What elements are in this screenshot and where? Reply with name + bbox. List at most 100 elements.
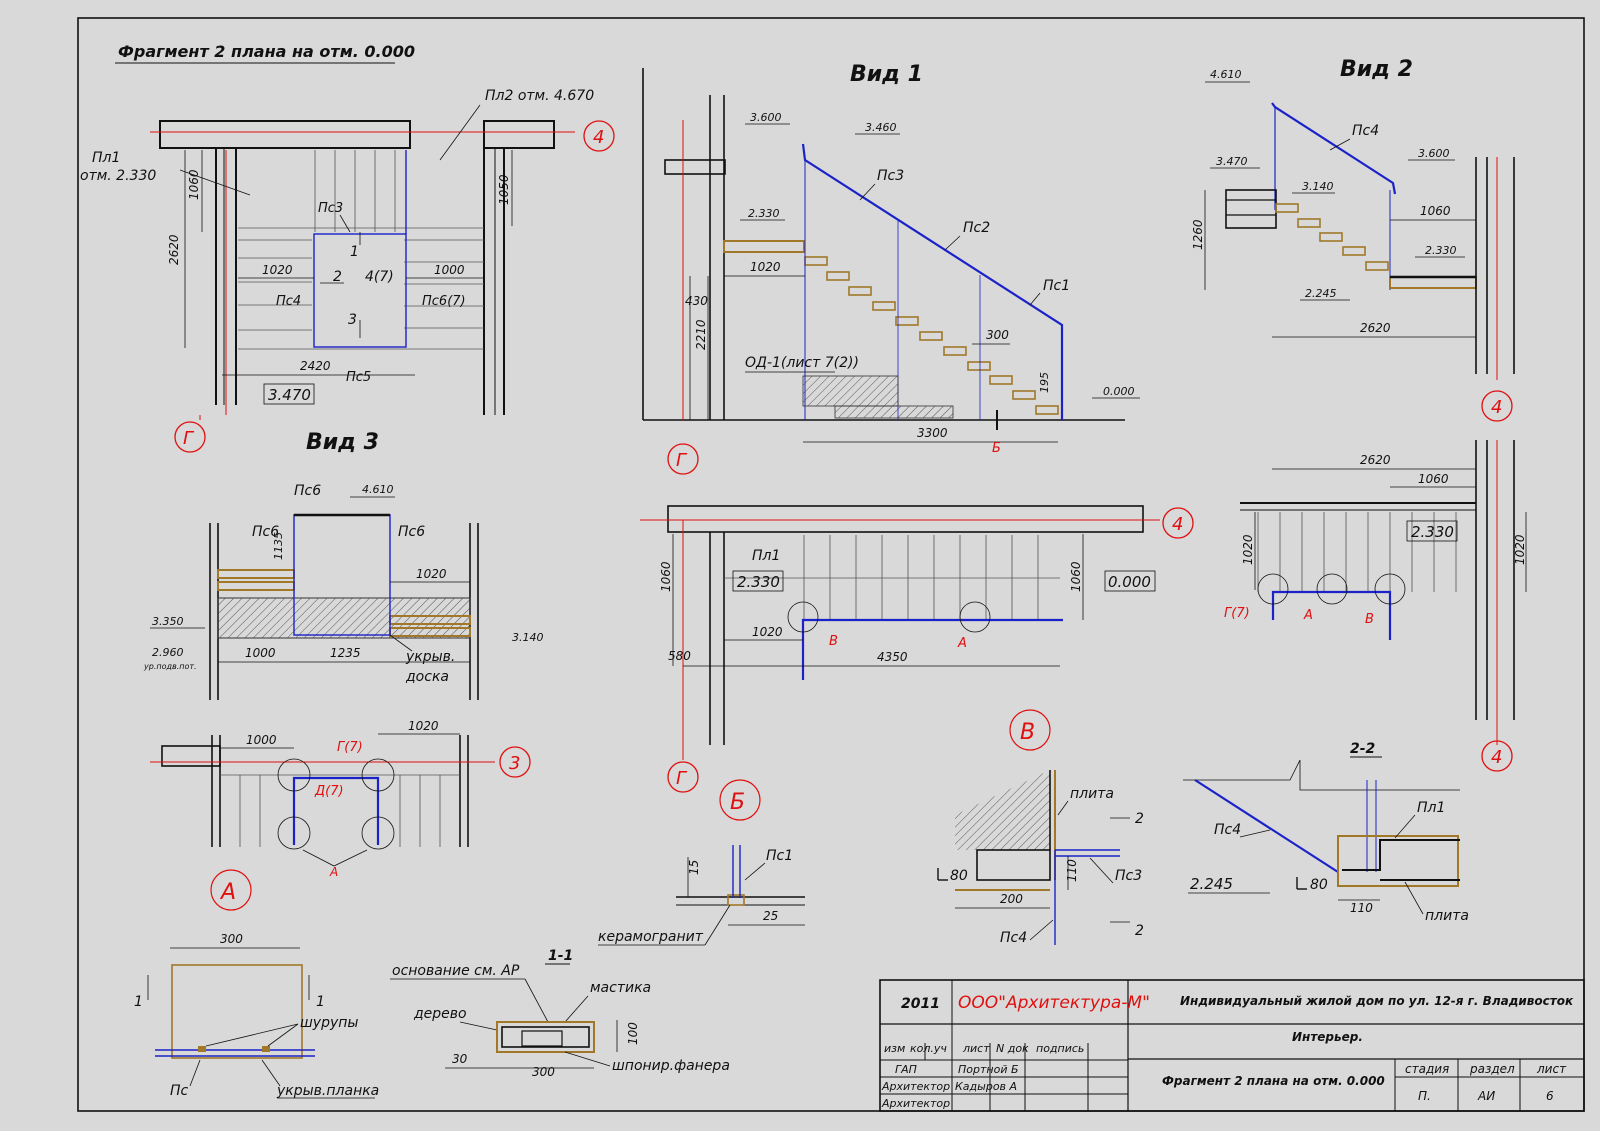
view-2: Вид 2 4.610 Пс4 3.600 3.470 3.140 2.330 — [1191, 57, 1515, 422]
label-nodeB-keram: керамогранит — [598, 929, 704, 945]
label-stamp-h_list: лист — [962, 1042, 990, 1055]
label-view2-axis4: 4 — [1491, 397, 1502, 418]
label-view3-d1020: 1020 — [416, 567, 447, 581]
label-plan-d1020: 1020 — [262, 263, 293, 277]
label-view1-d3300: 3300 — [917, 426, 948, 440]
label-stamp-h_ndok: N док — [996, 1042, 1029, 1055]
label-stamp-r1_role: ГАП — [895, 1063, 917, 1076]
label-stamp-v_list: 6 — [1546, 1089, 1554, 1103]
label-stamp-h_podp: подпись — [1036, 1042, 1084, 1055]
label-view3-e2960: 2.960 — [152, 646, 184, 659]
detail-a: 1000 1020 Г(7) Д(7) 3 А А — [150, 719, 531, 911]
label-view1-e2330: 2.330 — [748, 207, 780, 220]
label-detPs-shurupy: шурупы — [300, 1015, 358, 1031]
label-detPs-d300: 300 — [220, 932, 243, 946]
label-nodeB-ps1: Пс1 — [766, 848, 793, 864]
label-detPs-n1a: 1 — [134, 994, 143, 1010]
label-planB-e0000: 0.000 — [1108, 573, 1151, 591]
label-nodeV-d200: 200 — [1000, 892, 1023, 906]
label-plan-n2: 2 — [333, 269, 342, 285]
label-planR-d2620: 2620 — [1360, 453, 1391, 467]
label-view1-ps1: Пс1 — [1043, 278, 1070, 294]
sec22-title: 2-2 — [1350, 741, 1375, 757]
label-plan-n47: 4(7) — [365, 269, 394, 285]
label-planR-mV: В — [1365, 612, 1374, 627]
label-plan-pl1_elev: отм. 2.330 — [80, 168, 156, 184]
label-stamp-section: Интерьер. — [1292, 1030, 1363, 1044]
view-1: Вид 1 ОД-1(лист 7(2)) — [642, 62, 1140, 475]
title-block — [879, 979, 1585, 1112]
sheet-frame — [77, 17, 1585, 1112]
label-stamp-company: ООО"Архитектура-М" — [958, 993, 1150, 1013]
label-plan-ps5: Пс5 — [346, 370, 371, 385]
label-plan-pl1: Пл1 — [92, 150, 120, 166]
label-view3-doska: доска — [405, 669, 449, 685]
label-sec11-faner: шпонир.фанера — [612, 1058, 730, 1074]
view3-title: Вид 3 — [306, 430, 379, 455]
label-view3-ps6: Пс6 — [294, 483, 321, 499]
label-detA-d7: Д(7) — [314, 784, 344, 799]
label-view1-d300: 300 — [986, 328, 1009, 342]
label-detA-mA: А — [329, 865, 338, 879]
label-view3-ps6: Пс6 — [398, 524, 425, 540]
label-planB-e2330: 2.330 — [737, 573, 780, 591]
label-sec11-d300: 300 — [532, 1065, 555, 1079]
label-detA-d1020: 1020 — [408, 719, 439, 733]
plan-right: 2620 1060 1020 1020 2.330 Г(7) А В 4 — [1224, 440, 1527, 772]
plan-title: Фрагмент 2 плана на отм. 0.000 — [118, 42, 415, 61]
label-view3-d1000: 1000 — [245, 646, 276, 660]
label-view1-mark: Б — [992, 441, 1001, 456]
label-sec11-derevo: дерево — [413, 1006, 467, 1022]
label-plan-n3: 3 — [348, 312, 357, 328]
label-detA-axis3: 3 — [509, 753, 520, 774]
label-nodeV-callV: В — [1020, 720, 1035, 745]
label-stamp-r3_role: Архитектор — [881, 1097, 950, 1110]
label-planR-axis4b: 4 — [1491, 747, 1502, 768]
label-view2-d1060: 1060 — [1420, 204, 1451, 218]
label-planB-axis4: 4 — [1172, 514, 1183, 535]
label-plan-ps4: Пс4 — [276, 294, 301, 309]
label-view1-d2210: 2210 — [694, 319, 708, 350]
label-planB-d4350: 4350 — [877, 650, 908, 664]
plan-b: Пл1 2.330 0.000 В А 1060 1060 1020 580 4… — [640, 505, 1194, 821]
label-view2-d1260: 1260 — [1191, 219, 1205, 250]
detail-ps: 300 1 1 шурупы Пс укрыв.планка — [134, 932, 379, 1099]
title-block-text: 2011 ООО"Архитектура-М" Индивидуальный ж… — [881, 993, 1574, 1110]
label-plan-d1050: 1050 — [497, 174, 511, 205]
label-stamp-r2_role: Архитектор — [881, 1080, 950, 1093]
label-detPs-ps: Пс — [170, 1083, 189, 1099]
view2-title: Вид 2 — [1340, 57, 1413, 82]
label-nodeV-ps4: Пс4 — [1000, 930, 1027, 946]
label-planR-mA: А — [1303, 608, 1313, 623]
label-view2-e3470: 3.470 — [1216, 155, 1248, 168]
label-stamp-v_razdel: АИ — [1477, 1089, 1495, 1103]
node-v: В плита 2 2 Пс3 Пс4 80 110 200 — [937, 709, 1144, 946]
label-sec22-ps4: Пс4 — [1214, 822, 1241, 838]
node-b: Пс1 15 25 керамогранит — [598, 845, 805, 946]
label-stamp-h_kol: кол.уч — [910, 1042, 947, 1055]
label-view1-e3460: 3.460 — [865, 121, 897, 134]
label-plan-axis4: 4 — [593, 127, 604, 148]
label-view2-ps4: Пс4 — [1352, 123, 1379, 139]
label-view2-e3600: 3.600 — [1418, 147, 1450, 160]
label-plan-d1000: 1000 — [434, 263, 465, 277]
label-view3-e3350: 3.350 — [152, 615, 184, 628]
label-view1-d195: 195 — [1038, 372, 1051, 393]
view1-title: Вид 1 — [850, 62, 923, 87]
label-detA-d1000: 1000 — [246, 733, 277, 747]
label-planB-d1060: 1060 — [659, 561, 673, 592]
label-view3-e3140: 3.140 — [512, 631, 544, 644]
label-nodeV-plita: плита — [1070, 786, 1114, 802]
label-planB-mV: В — [829, 634, 838, 649]
label-sec11-mastika: мастика — [590, 980, 651, 996]
section-2-2: 2-2 Пс4 Пл1 2.245 80 110 плита — [1183, 741, 1469, 924]
label-view3-ps6: Пс6 — [252, 524, 279, 540]
label-view2-e2330: 2.330 — [1425, 244, 1457, 257]
label-nodeV-n2a: 2 — [1135, 811, 1144, 827]
label-planR-g7: Г(7) — [1224, 606, 1250, 621]
label-planB-mA: А — [957, 636, 967, 651]
label-plan-d2620: 2620 — [167, 234, 181, 265]
label-sec22-d80: 80 — [1310, 877, 1328, 893]
label-view1-ps2: Пс2 — [963, 220, 990, 236]
